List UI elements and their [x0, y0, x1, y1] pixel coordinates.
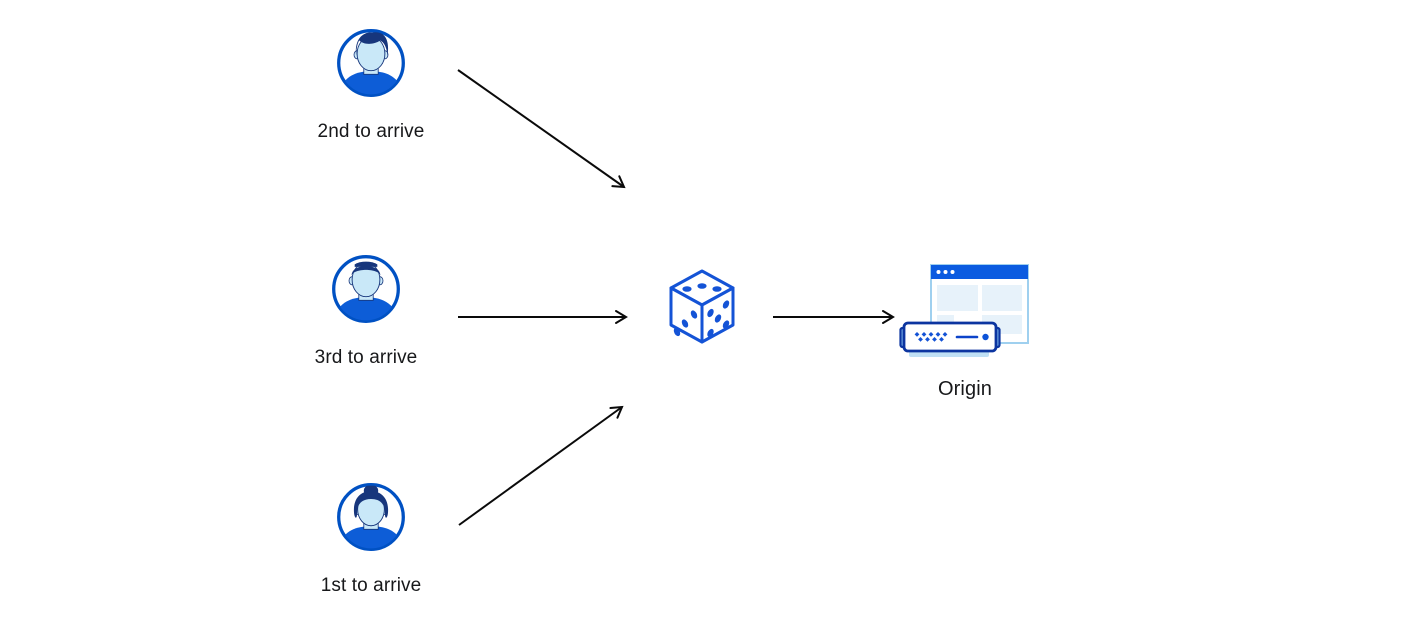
- origin-node: Origin: [885, 262, 1045, 401]
- origin-server-icon: [899, 262, 1031, 364]
- visitor-node-2nd: 2nd to arrive: [291, 27, 451, 143]
- user-man-avatar-icon: [335, 27, 407, 99]
- arrow-1st-to-dice: [458, 405, 624, 526]
- user-woman-avatar-icon: [335, 481, 407, 553]
- visitor-label: 3rd to arrive: [314, 347, 418, 368]
- origin-label: Origin: [938, 378, 992, 400]
- visitor-label: 2nd to arrive: [317, 121, 425, 142]
- dice-node: [632, 268, 772, 346]
- dice-icon: [667, 268, 737, 346]
- visitor-node-3rd: 3rd to arrive: [286, 253, 446, 369]
- visitor-node-1st: 1st to arrive: [291, 481, 451, 597]
- user-man-avatar-icon: [330, 253, 402, 325]
- arrow-2nd-to-dice: [457, 69, 626, 189]
- visitor-label: 1st to arrive: [320, 575, 422, 596]
